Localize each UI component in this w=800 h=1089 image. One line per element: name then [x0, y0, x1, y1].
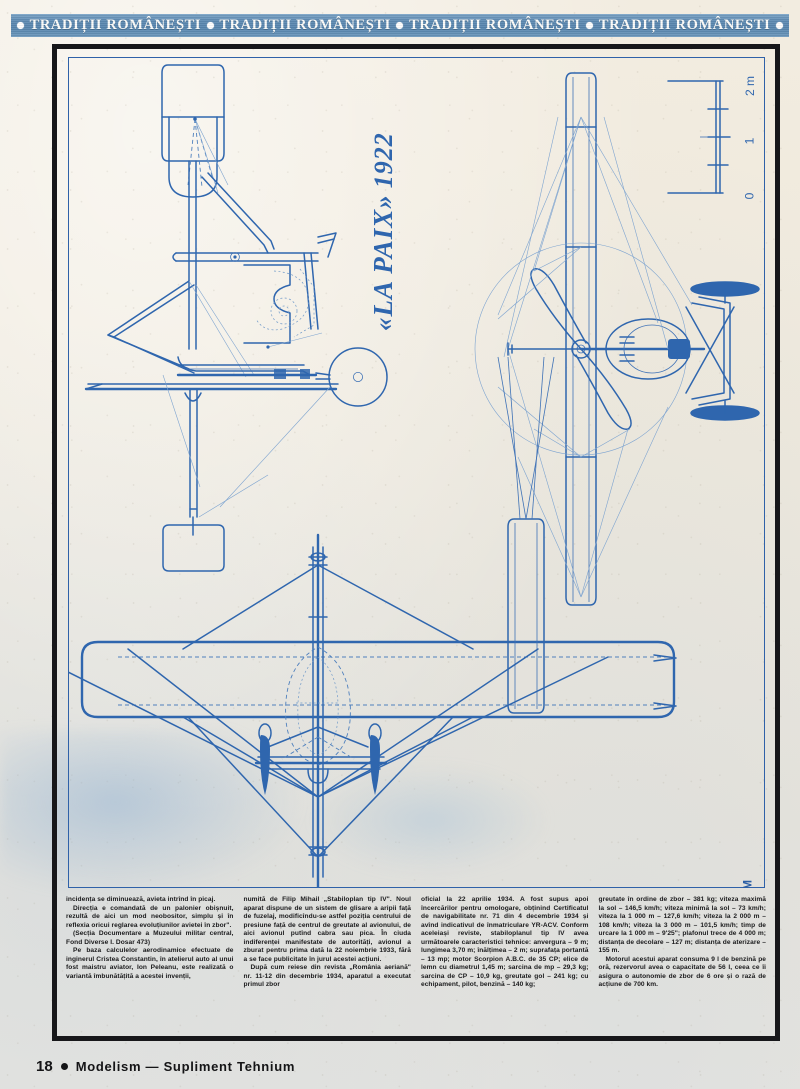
paragraph: numită de Filip Mihail „Stabiloplan tip … [243, 896, 411, 963]
plate-title-name: «LA PAIX» [368, 194, 398, 331]
paragraph: greutate în ordine de zbor – 381 kg; vit… [598, 896, 766, 955]
article-body: incidența se diminuează, avieta intrînd … [66, 896, 766, 1032]
paragraph: Motorul acestui aparat consuma 9 l de be… [598, 955, 766, 989]
banner-bullet-icon [17, 22, 24, 29]
blueprint-drawing-plate: .ln { fill:none; stroke:#2f66ae; stroke-… [68, 57, 765, 888]
paragraph: După cum reiese din revista „România aer… [243, 964, 411, 989]
plate-title-year: 1922 [369, 132, 398, 189]
front-elevation-view [474, 72, 760, 606]
aircraft-three-view-drawing: .ln { fill:none; stroke:#2f66ae; stroke-… [68, 64, 760, 888]
footer-bullet-icon [60, 1063, 68, 1070]
scale-label-0: 0 [742, 192, 757, 200]
scale-label-2m: 2 m [743, 75, 758, 97]
scale-label-1: 1 [742, 137, 757, 145]
paragraph: oficial la 22 aprilie 1934. A fost supus… [421, 896, 589, 989]
paragraph: Direcția e comandată de un palonier obiș… [66, 904, 234, 929]
scale-bar [667, 80, 731, 194]
plate-title: «LA PAIX» 1922 [368, 132, 399, 331]
banner-bullet-icon [775, 22, 783, 29]
banner-label-3: TRADIȚII ROMÂNEȘTI [409, 17, 581, 33]
paragraph: (Secția Documentare a Muzeului militar c… [66, 930, 234, 946]
artist-signature: AM [741, 880, 755, 888]
article-column-2: numită de Filip Mihail „Stabiloplan tip … [244, 896, 412, 1032]
article-column-4: greutate în ordine de zbor – 381 kg; vit… [599, 896, 767, 1032]
banner-bullet-icon [206, 22, 214, 29]
paragraph: incidența se diminuează, avieta intrînd … [66, 896, 216, 903]
banner-label-2: TRADIȚII ROMÂNEȘTI [219, 17, 391, 33]
footer-publication-title: Modelism — Supliment Tehnium [75, 1059, 296, 1074]
article-column-1: incidența se diminuează, avieta intrînd … [66, 896, 234, 1032]
banner-bullet-icon [396, 22, 404, 29]
article-column-3: oficial la 22 aprilie 1934. A fost supus… [421, 896, 589, 1032]
side-elevation-view [84, 64, 388, 572]
banner-label-4: TRADIȚII ROMÂNEȘTI [598, 17, 771, 33]
paragraph: Pe baza calculelor aerodinamice efectuat… [66, 947, 234, 980]
blueprint-inner-frame [68, 57, 765, 888]
section-banner: TRADIȚII ROMÂNEȘTI TRADIȚII ROMÂNEȘTI TR… [11, 14, 789, 37]
outer-black-frame [52, 44, 780, 1041]
page-number: 18 [36, 1058, 53, 1075]
banner-label-1: TRADIȚII ROMÂNEȘTI [29, 17, 202, 33]
plan-top-view [68, 356, 677, 888]
banner-bullet-icon [586, 22, 594, 29]
page-footer: 18 Modelism — Supliment Tehnium [36, 1058, 295, 1075]
